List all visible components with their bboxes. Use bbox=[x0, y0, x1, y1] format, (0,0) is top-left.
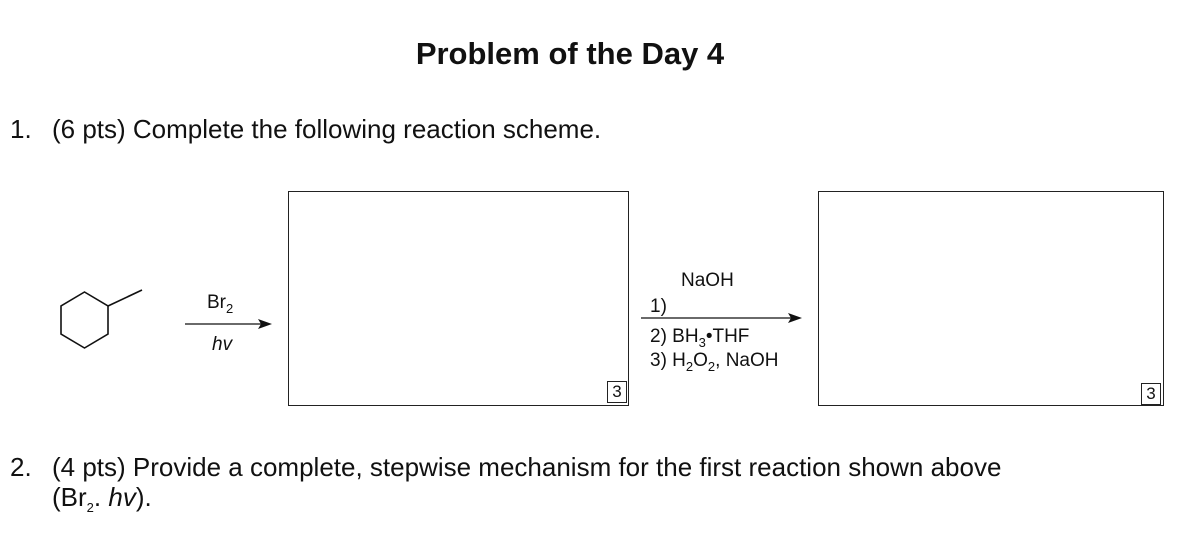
answer-box-1-points: 3 bbox=[607, 381, 627, 403]
reagent-br2: Br2 bbox=[207, 292, 234, 316]
q2-line2-prefix: (Br bbox=[52, 482, 87, 512]
reagent-step-3: 3) H2O2, NaOH bbox=[650, 350, 779, 374]
q2-line2-sub: 2 bbox=[86, 500, 94, 516]
answer-box-product-1[interactable] bbox=[288, 191, 629, 406]
question-2-number: 2. bbox=[10, 452, 32, 482]
q2-line2-mid: . bbox=[93, 482, 109, 512]
question-2-text-line-1: (4 pts) Provide a complete, stepwise mec… bbox=[52, 452, 1002, 482]
q2-line2-italic: hv bbox=[108, 482, 136, 512]
methylcyclohexane-structure-icon bbox=[60, 289, 143, 349]
q2-line2-suffix: ). bbox=[135, 482, 152, 512]
reagent-hv: hv bbox=[212, 334, 233, 355]
reagent-naoh-top: NaOH bbox=[681, 270, 734, 291]
question-1-number: 1. bbox=[10, 114, 32, 144]
reaction-arrow-1 bbox=[185, 319, 272, 329]
reagent-step-1: 1) bbox=[650, 296, 667, 317]
page-title: Problem of the Day 4 bbox=[415, 36, 725, 71]
reaction-arrow-2 bbox=[641, 313, 802, 323]
question-2: 2.(4 pts) Provide a complete, stepwise m… bbox=[10, 452, 1160, 523]
answer-box-2-points: 3 bbox=[1141, 383, 1161, 405]
question-2-text-line-2: (Br2. hv). bbox=[10, 482, 1160, 523]
answer-box-product-2[interactable] bbox=[818, 191, 1164, 406]
reagent-step-2: 2) BH3•THF bbox=[650, 326, 750, 350]
question-1-text: (6 pts) Complete the following reaction … bbox=[52, 114, 602, 144]
question-1: 1. (6 pts) Complete the following reactio… bbox=[10, 114, 601, 145]
